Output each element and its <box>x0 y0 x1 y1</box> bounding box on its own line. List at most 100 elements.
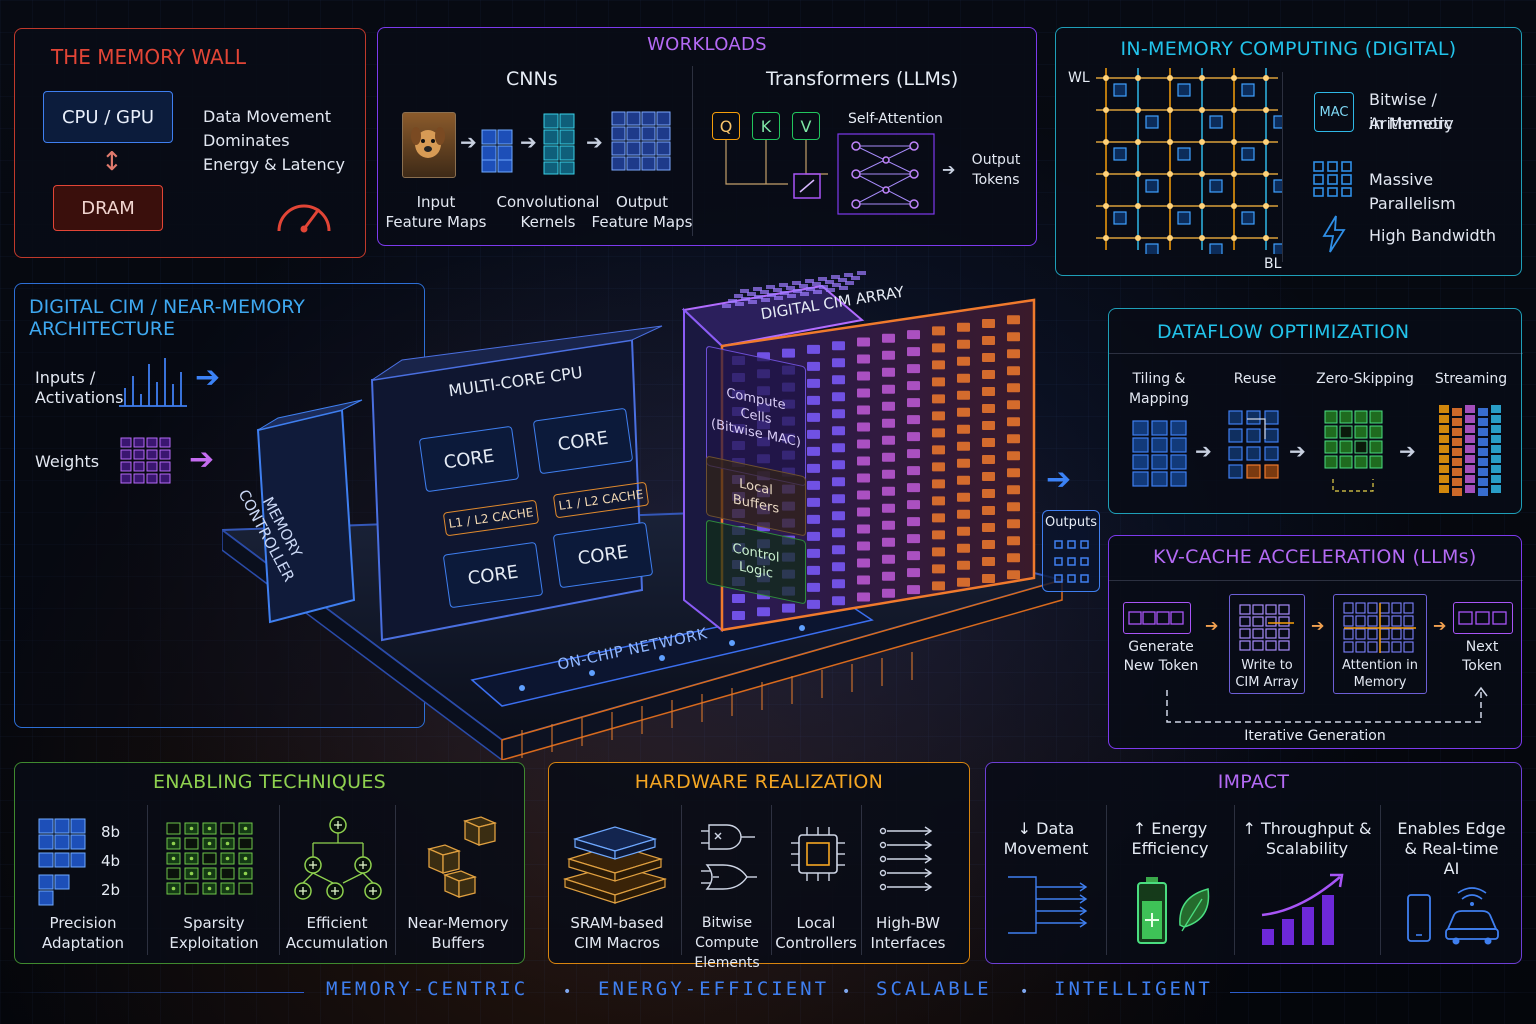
zero-skipping-grid-icon <box>1324 410 1383 492</box>
workloads-title: WORKLOADS <box>647 34 767 55</box>
inputs-arrow-icon: ➔ <box>195 360 221 395</box>
weights-label: Weights <box>35 452 100 471</box>
enabling-divider-3 <box>395 805 396 955</box>
phone-car-icon <box>1407 887 1499 945</box>
memory-wall-line2: Dominates <box>203 131 290 150</box>
arrow-right-icon: ➔ <box>1195 439 1212 463</box>
logic-gates-icon <box>701 824 757 890</box>
arrow-right-icon: ➔ <box>1205 616 1219 635</box>
workloads-divider <box>692 66 693 236</box>
speedometer-icon <box>277 204 331 233</box>
impact-title: IMPACT <box>1217 771 1290 793</box>
precision-stack-icon <box>38 818 86 906</box>
weights-grid-icon <box>120 437 171 484</box>
imc-panel: IN-MEMORY COMPUTING (DIGITAL) WL BL MAC … <box>1055 27 1522 276</box>
output-maps-cube-icon <box>611 111 671 171</box>
dataflow-title: DATAFLOW OPTIMIZATION <box>1157 321 1410 343</box>
chip-illustration <box>222 271 1066 760</box>
zero-skipping-label: Zero-Skipping <box>1316 371 1414 387</box>
dog-image-icon <box>411 127 445 158</box>
battery-leaf-icon <box>1137 877 1210 944</box>
streaming-label: Streaming <box>1434 371 1508 387</box>
kv-divider <box>1109 580 1523 581</box>
inputs-activations-label: Inputs /Activations <box>35 368 124 407</box>
outputs-box: Outputs <box>1042 510 1100 592</box>
imc-feature1-line1: Bitwise / Arithmetic <box>1369 90 1453 133</box>
lightning-icon <box>1322 215 1346 253</box>
token-row-icon <box>1458 611 1507 625</box>
tagline-line-left <box>14 992 304 993</box>
tagline-intelligent: INTELLIGENT <box>1054 978 1213 1000</box>
tagline-memory-centric: MEMORY-CENTRIC <box>326 978 529 1000</box>
arrow-right-icon: ➔ <box>942 160 956 179</box>
self-attention-graph-icon <box>837 133 935 215</box>
cpu-gpu-label: CPU / GPU <box>61 106 155 128</box>
hardware-divider-3 <box>861 805 862 955</box>
imc-divider <box>1282 72 1283 262</box>
memory-wall-line3: Energy & Latency <box>203 155 345 174</box>
controller-chip-icon <box>791 827 845 881</box>
imc-feature2: Massive Parallelism <box>1369 170 1456 213</box>
qkv-connector-icon <box>725 140 828 199</box>
cnns-heading: CNNs <box>506 68 558 90</box>
mac-icon: MAC <box>1314 92 1354 132</box>
attention-grid-icon <box>1343 602 1416 653</box>
arrow-right-icon: ➔ <box>460 130 477 154</box>
k-box: K <box>752 112 780 140</box>
dram-label: DRAM <box>81 197 135 219</box>
loop-arrow-icon <box>1166 686 1488 723</box>
next-token-box <box>1453 602 1513 634</box>
accumulation-tree-icon <box>294 816 382 900</box>
high-bw-arrows-icon <box>879 826 933 891</box>
arrow-right-icon: ➔ <box>1289 439 1306 463</box>
parallel-grid-icon <box>1313 161 1352 197</box>
arrow-right-icon: ➔ <box>586 130 603 154</box>
architecture-panel: DIGITAL CIM / NEAR-MEMORY ARCHITECTURE I… <box>14 283 425 728</box>
tiling-mapping-label: Tiling &Mapping <box>1128 371 1190 407</box>
outputs-arrow-icon: ➔ <box>1046 462 1072 497</box>
imc-feature1-line2: in Memory <box>1369 114 1454 133</box>
streaming-grid-icon <box>1439 405 1501 496</box>
memory-wall-panel: THE MEMORY WALL CPU / GPU ↕ DRAM Data Mo… <box>14 28 366 258</box>
enabling-divider-2 <box>279 805 280 955</box>
conv-cube-icon <box>481 129 513 173</box>
hardware-divider-1 <box>681 805 682 955</box>
architecture-title: DIGITAL CIM / NEAR-MEMORY ARCHITECTURE <box>29 296 305 340</box>
reuse-label: Reuse <box>1233 371 1277 387</box>
memory-wall-line1: Data Movement <box>203 107 332 126</box>
weights-arrow-icon: ➔ <box>189 442 215 477</box>
tagline-energy-efficient: ENERGY-EFFICIENT <box>598 978 830 1000</box>
dram-box: DRAM <box>53 185 163 231</box>
buffers-cubes-icon <box>426 816 498 898</box>
imc-feature3: High Bandwidth <box>1369 226 1497 245</box>
outputs-label: Outputs <box>1045 515 1097 530</box>
imc-title: IN-MEMORY COMPUTING (DIGITAL) <box>1120 38 1457 60</box>
precision-4b-label: 4b <box>101 852 121 870</box>
generate-token-box <box>1123 602 1191 634</box>
dataflow-panel: DATAFLOW OPTIMIZATION Tiling &Mapping Re… <box>1108 308 1523 514</box>
impact-divider-3 <box>1380 805 1381 955</box>
hardware-title: HARDWARE REALIZATION <box>634 771 884 793</box>
sram-macro-stack-icon <box>562 826 668 904</box>
kernels-cube-icon <box>543 113 575 175</box>
transformers-heading: Transformers (LLMs) <box>766 68 959 90</box>
arrow-right-icon: ➔ <box>1399 439 1416 463</box>
kv-cache-title: KV-CACHE ACCELERATION (LLMs) <box>1153 546 1477 568</box>
